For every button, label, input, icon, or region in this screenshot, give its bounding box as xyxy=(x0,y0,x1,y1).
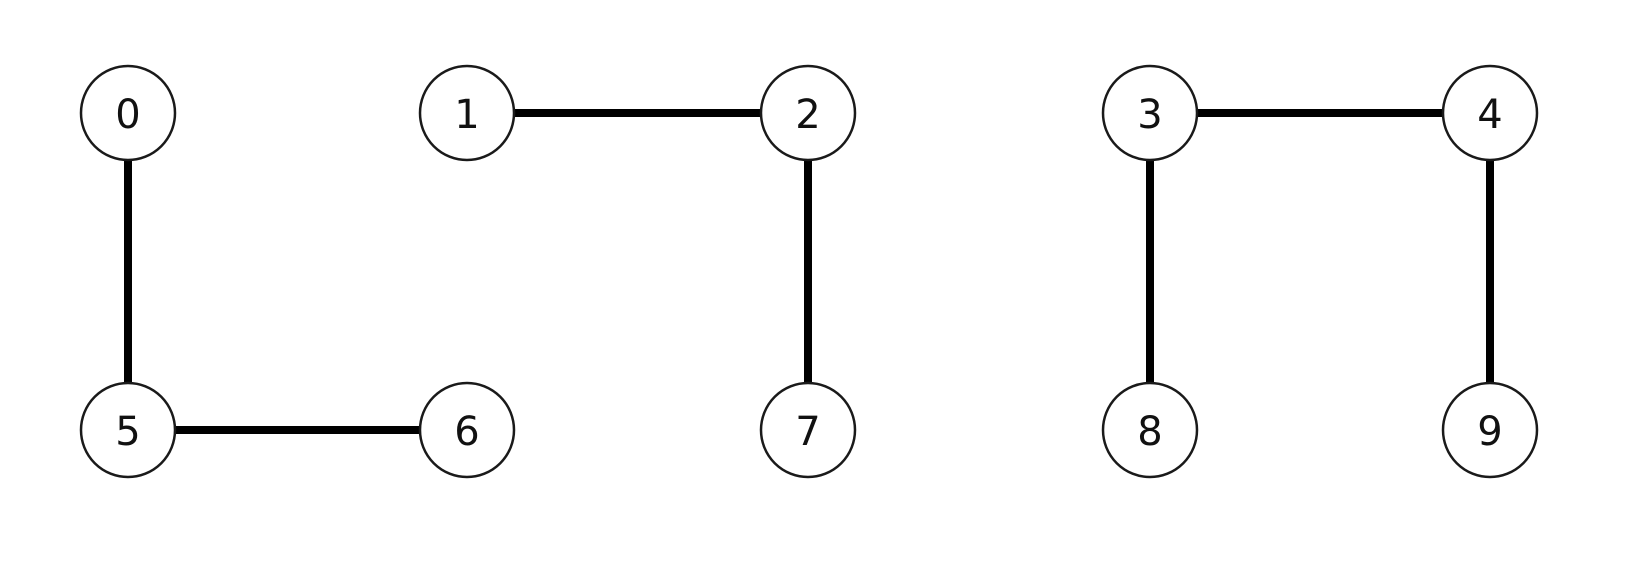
node-circle xyxy=(418,381,516,479)
node-circle xyxy=(1101,64,1199,162)
node-9: 9 xyxy=(1441,381,1539,479)
node-2: 2 xyxy=(759,64,857,162)
node-circle xyxy=(418,64,516,162)
node-circle xyxy=(759,64,857,162)
node-label: 4 xyxy=(1477,92,1502,138)
node-circle xyxy=(1101,381,1199,479)
node-6: 6 xyxy=(418,381,516,479)
node-label: 2 xyxy=(795,92,820,138)
node-label: 7 xyxy=(795,409,820,455)
node-circle xyxy=(759,381,857,479)
node-circle xyxy=(79,64,177,162)
node-8: 8 xyxy=(1101,381,1199,479)
nodes-layer: 0 1 2 3 4 5 6 7 8 9 xyxy=(79,64,1539,479)
node-0: 0 xyxy=(79,64,177,162)
node-label: 9 xyxy=(1477,409,1502,455)
node-4: 4 xyxy=(1441,64,1539,162)
node-label: 0 xyxy=(115,92,140,138)
node-circle xyxy=(79,381,177,479)
node-circle xyxy=(1441,381,1539,479)
node-label: 6 xyxy=(454,409,479,455)
node-7: 7 xyxy=(759,381,857,479)
edges-layer xyxy=(124,109,1494,434)
node-1: 1 xyxy=(418,64,516,162)
node-label: 5 xyxy=(115,409,140,455)
node-5: 5 xyxy=(79,381,177,479)
node-3: 3 xyxy=(1101,64,1199,162)
node-label: 8 xyxy=(1137,409,1162,455)
node-label: 3 xyxy=(1137,92,1162,138)
node-circle xyxy=(1441,64,1539,162)
node-label: 1 xyxy=(454,92,479,138)
